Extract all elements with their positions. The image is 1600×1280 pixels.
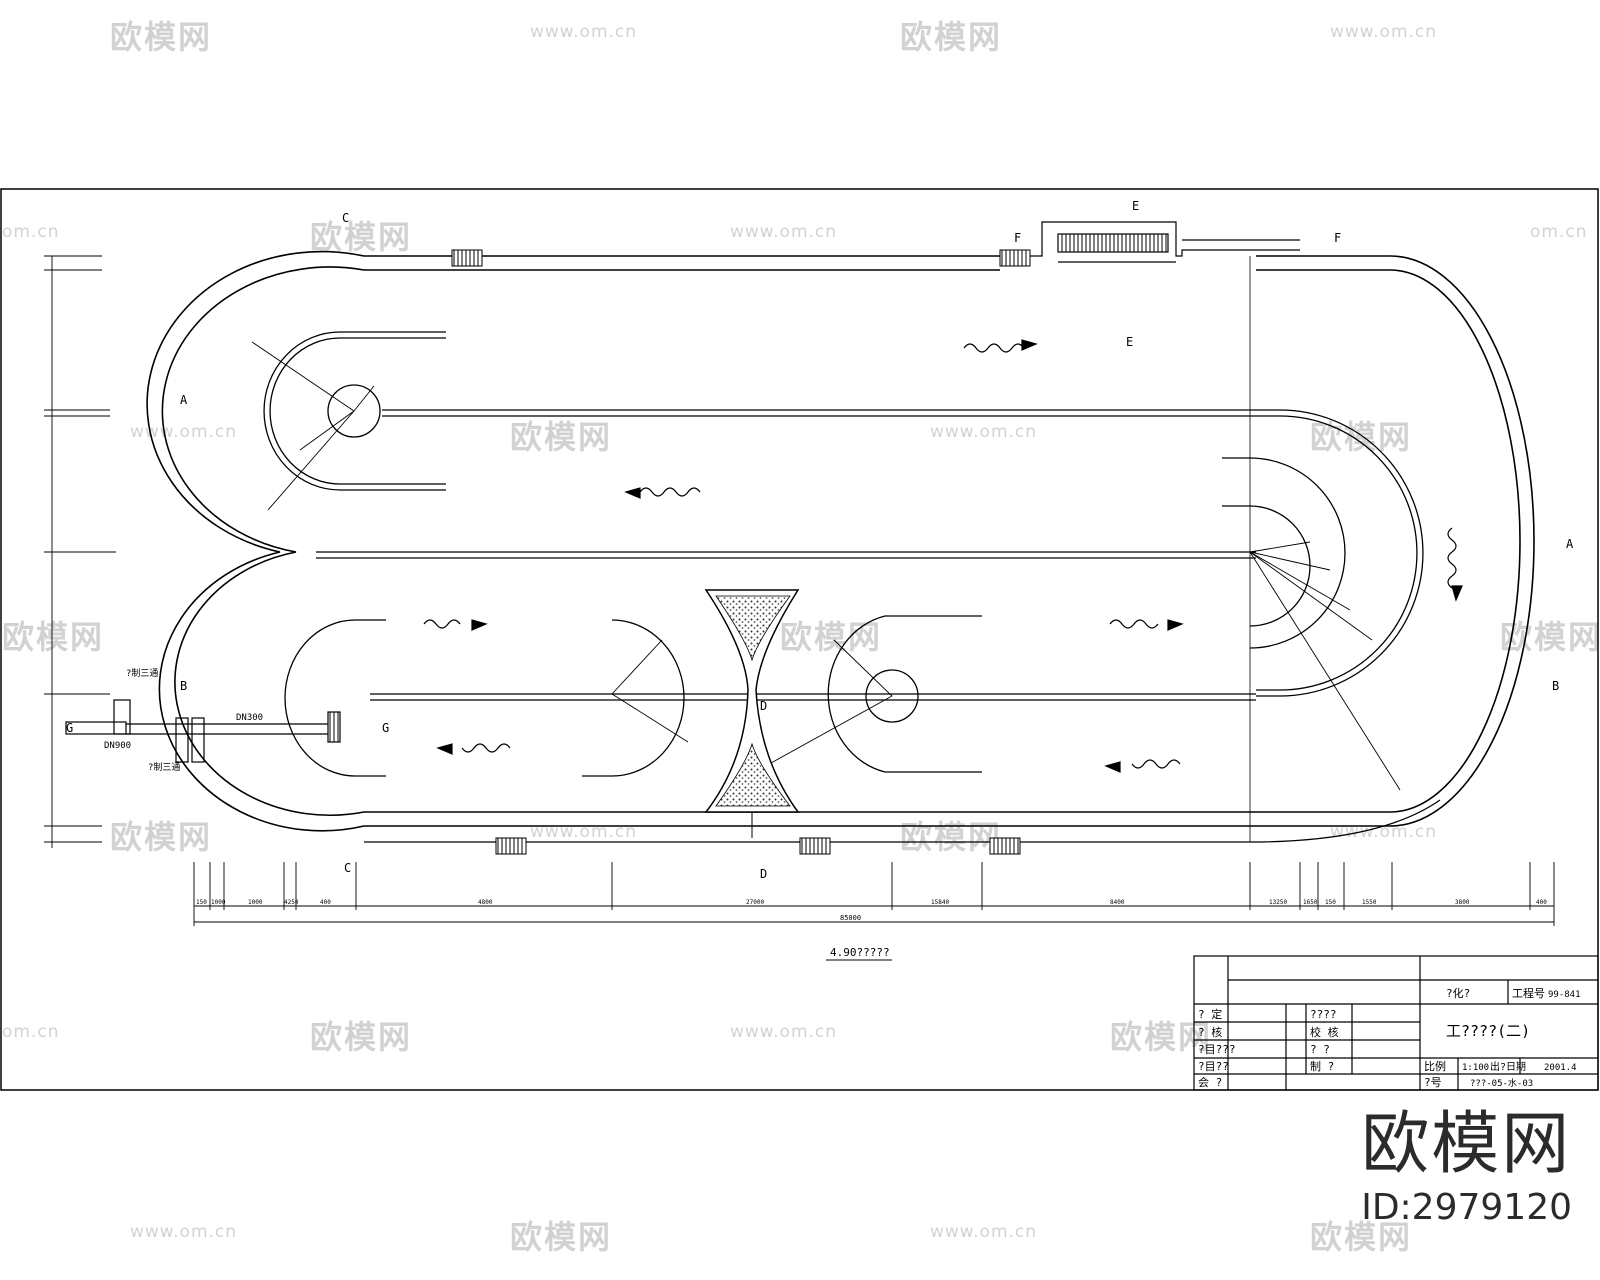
pipe-network [65,699,341,763]
title-block-texts: ?化? 工程号 99-841 工????(二) ? 定 ? 核 ?目??? ?目… [1198,986,1581,1089]
section-label-a: A [1566,537,1574,551]
approval-row: ? 核 [1198,1025,1222,1039]
section-label-g: G [66,721,73,735]
dimension-segment: 1000 [248,899,263,906]
guide-walls [263,331,1346,777]
aerators [327,384,919,723]
drawing-title-group: 4.90????? [826,946,892,961]
drawing-no-label: ?号 [1424,1076,1442,1089]
approval-row: ? 定 [1198,1007,1222,1021]
brand-watermark: 欧模网 ID:2979120 [1361,1108,1572,1230]
dimension-segment: 1650 [1303,899,1318,906]
approval-row: ? ? [1310,1043,1330,1056]
project-no-label: 工程号 [1512,987,1545,1000]
dimension-segment: 8400 [1110,899,1125,906]
pipe-size-label: DN900 [104,741,131,751]
approval-row: 会 ? [1198,1076,1222,1089]
section-labels: C C A A B B D D E E F F G G [66,199,1574,881]
tee-label: ?制三通 [148,761,180,773]
section-label-d: D [760,699,767,713]
scale-label: 比例 [1424,1059,1446,1073]
dimension-segment: 4800 [478,899,493,906]
central-island [704,589,800,838]
pool-outline [146,250,1535,843]
dimension-segment: 400 [320,899,331,906]
section-label-b: B [1552,679,1559,693]
title-block [1193,955,1599,1091]
dimension-segment: 400 [1536,899,1547,906]
flow-arrows [423,339,1463,773]
drawing-no: ???-05-水-03 [1470,1077,1533,1089]
approval-row: 制 ? [1310,1060,1334,1073]
aerator-circle [865,669,919,723]
section-label-b: B [180,679,187,693]
approval-row: ?目??? [1198,1043,1236,1056]
radius-lines [251,341,1401,791]
date-value: 2001.4 [1544,1063,1577,1073]
brand-id: ID:2979120 [1361,1187,1572,1228]
scale-value: 1:100 [1462,1063,1489,1073]
drawing-title: 4.90????? [830,946,890,959]
company-name: ?化? [1446,986,1470,1000]
aerator-circle [327,384,381,438]
dimension-segment: 4250 [284,899,299,906]
inner-wall [161,266,1521,817]
pipe-size-label: DN300 [236,713,263,723]
dimension-segment: 150 [196,899,207,906]
dimension-segment: 150 [1325,899,1336,906]
section-label-f: F [1014,231,1021,245]
pipe-labels: ?制三通 ?制三通 DN900 DN300 [104,667,263,773]
section-label-c: C [342,211,349,225]
section-label-f: F [1334,231,1341,245]
approval-row: 校 核 [1310,1025,1339,1039]
dimension-segment: 3800 [1455,899,1470,906]
left-dimensions [44,255,116,848]
outer-wall [146,250,1535,832]
tee-label: ?制三通 [126,667,158,679]
dimension-segment: 13250 [1269,899,1287,906]
dimension-texts: 150 1000 1000 4250 400 4800 27000 15840 8400 1325… [196,899,1547,906]
dimension-segment: 1550 [1362,899,1377,906]
walkway-line [364,799,1441,843]
section-label-g: G [382,721,389,735]
brand-name: 欧模网 [1361,1105,1572,1184]
inlet-channel [1030,221,1300,263]
section-label-d: D [760,867,767,881]
approval-row: ???? [1310,1008,1337,1021]
approval-row: ?目?? [1198,1060,1229,1073]
dimension-segment: 27000 [746,899,764,906]
divider-walls [316,256,1424,842]
dimension-segment: 15840 [931,899,949,906]
section-label-a: A [180,393,188,407]
dimension-segment: 1000 [211,899,226,906]
bottom-dimensions [193,862,1555,926]
stair-hatches [451,249,1031,855]
section-label-e: E [1132,199,1139,213]
sheet-border [0,188,1599,1091]
date-label: 出?日期 [1490,1060,1526,1073]
project-no: 99-841 [1548,990,1581,1000]
section-label-e: E [1126,335,1133,349]
overall-dimension: 85000 [840,914,861,922]
section-label-c: C [344,861,351,875]
drawing-name: 工????(二) [1446,1022,1530,1040]
